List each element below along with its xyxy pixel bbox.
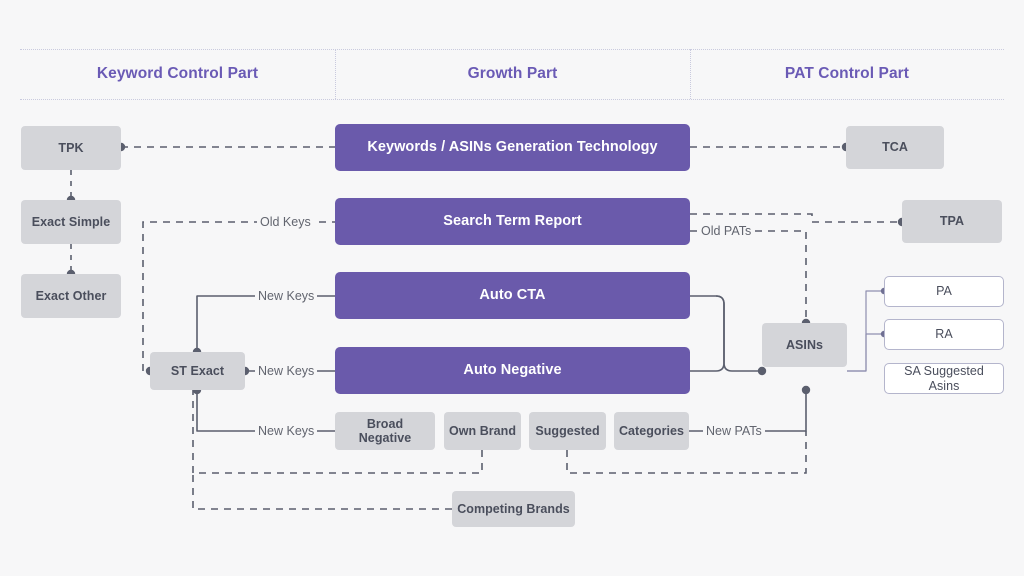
node-auto-cta[interactable]: Auto CTA <box>335 272 690 319</box>
node-auto-negative[interactable]: Auto Negative <box>335 347 690 394</box>
node-tca[interactable]: TCA <box>846 126 944 169</box>
edge-label-old-pats: Old PATs <box>698 224 755 238</box>
edge-label-new-keys-auto-negative: New Keys <box>255 364 318 378</box>
node-pa[interactable]: PA <box>884 276 1004 307</box>
node-competing-brands[interactable]: Competing Brands <box>452 491 575 527</box>
node-suggested[interactable]: Suggested <box>529 412 606 450</box>
header-divider-right <box>690 49 691 99</box>
node-sa-suggested-asins[interactable]: SA Suggested Asins <box>884 363 1004 394</box>
node-exact-other[interactable]: Exact Other <box>21 274 121 318</box>
header-rule-bottom <box>20 99 1004 100</box>
node-broad-negative[interactable]: Broad Negative <box>335 412 435 450</box>
column-header-growth-part: Growth Part <box>467 65 558 82</box>
header-divider-left <box>335 49 336 99</box>
edge-label-new-keys-auto-cta: New Keys <box>255 289 318 303</box>
node-categories[interactable]: Categories <box>614 412 689 450</box>
node-ra[interactable]: RA <box>884 319 1004 350</box>
node-exact-simple[interactable]: Exact Simple <box>21 200 121 244</box>
node-search-term-report[interactable]: Search Term Report <box>335 198 690 245</box>
node-st-exact[interactable]: ST Exact <box>150 352 245 390</box>
node-tpa[interactable]: TPA <box>902 200 1002 243</box>
edge-label-old-keys: Old Keys <box>257 215 314 229</box>
edge-label-new-pats: New PATs <box>703 424 765 438</box>
node-tpk[interactable]: TPK <box>21 126 121 170</box>
column-header-pat-control-part: PAT Control Part <box>784 65 910 82</box>
node-asins[interactable]: ASINs <box>762 323 847 367</box>
header-rule-top <box>20 49 1004 50</box>
edge-label-new-keys-broad-negative: New Keys <box>255 424 318 438</box>
node-keywords-asins-generation-technology[interactable]: Keywords / ASINs Generation Technology <box>335 124 690 171</box>
column-header-keyword-control-part: Keyword Control Part <box>96 65 259 82</box>
node-own-brand[interactable]: Own Brand <box>444 412 521 450</box>
